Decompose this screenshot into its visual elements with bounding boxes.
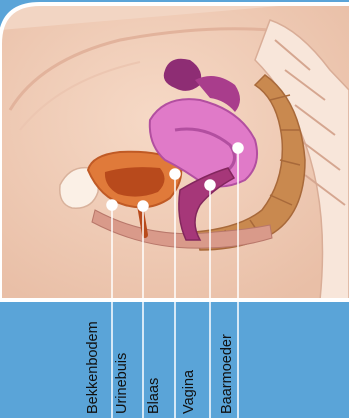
label-bladder: Blaas [147,378,162,414]
pointer-dot-pelvic-floor [107,200,117,210]
label-uterus: Baarmoeder [220,334,235,414]
label-urethra: Urinebuis [115,353,130,414]
pointer-dot-vagina [205,180,215,190]
pointer-dot-bladder [170,169,180,179]
label-pelvic-floor: Bekkenbodem [86,321,101,414]
pointer-dot-uterus [233,143,243,153]
label-vagina: Vagina [182,370,197,414]
pointer-dot-urethra [138,201,148,211]
